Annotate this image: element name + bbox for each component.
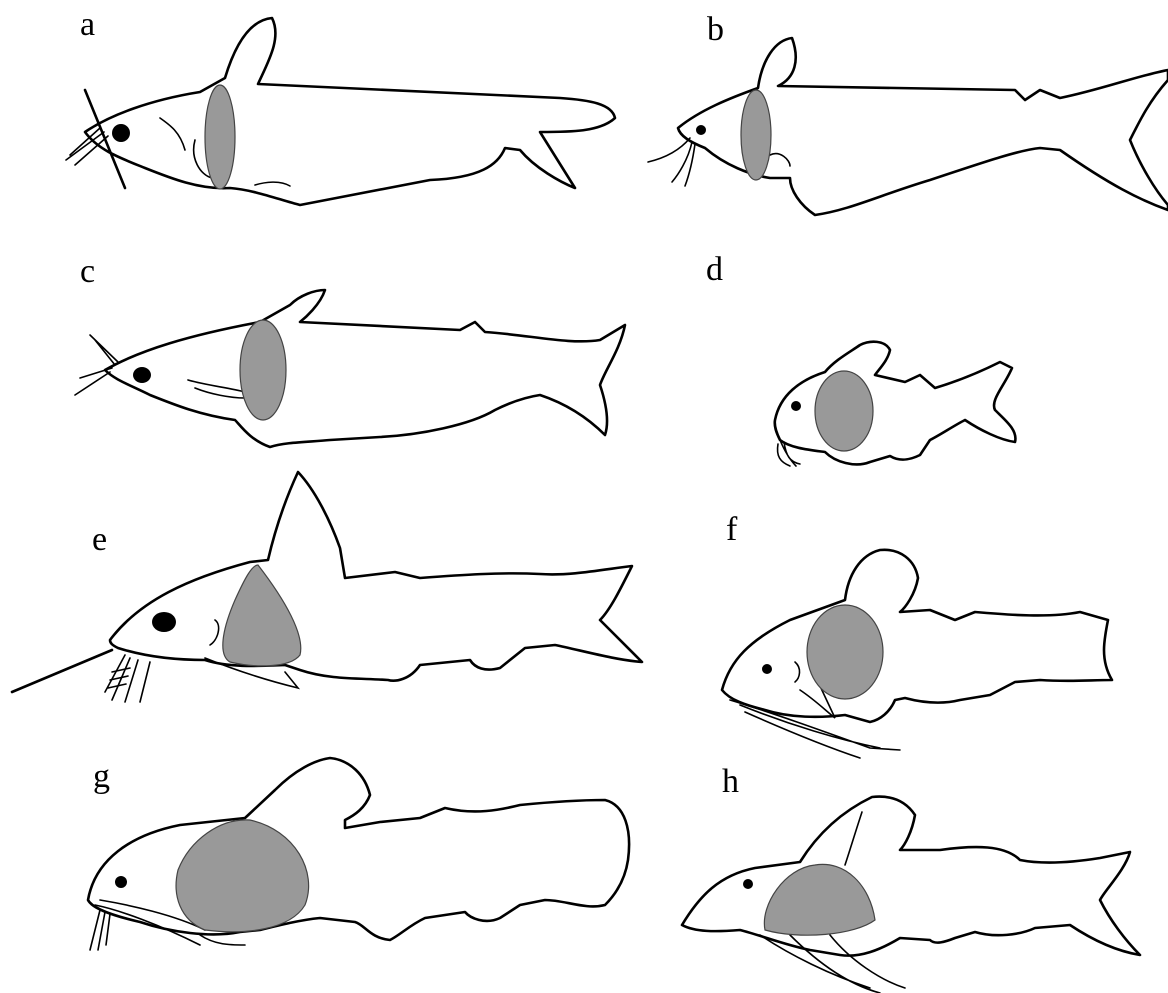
panel-label-g: g	[93, 758, 110, 795]
panel-label-e: e	[92, 521, 107, 558]
highlight-region-c	[240, 320, 286, 420]
fish-outline-f	[722, 550, 1112, 758]
panel-a: a	[66, 6, 615, 205]
panel-label-f: f	[726, 511, 738, 548]
panel-h: h	[682, 763, 1140, 993]
highlight-region-b	[741, 90, 771, 180]
eye-e	[152, 612, 176, 632]
eye-g	[115, 876, 127, 888]
highlight-region-f	[807, 605, 883, 699]
panel-d: d	[706, 251, 1015, 466]
fish-outline-g	[88, 758, 629, 950]
highlight-region-e	[223, 565, 301, 666]
fish-outline-e	[12, 472, 642, 702]
highlight-region-a	[205, 85, 235, 189]
highlight-region-d	[815, 371, 873, 451]
fish-outline-h	[682, 797, 1140, 993]
panel-label-d: d	[706, 251, 723, 288]
highlight-region-g	[176, 820, 309, 932]
panel-b: b	[648, 11, 1168, 215]
fish-outline-c	[75, 290, 625, 447]
eye-h	[743, 879, 753, 889]
eye-c	[133, 367, 151, 383]
eye-f	[762, 664, 772, 674]
panel-g: g	[88, 758, 629, 950]
fish-outline-b	[648, 38, 1168, 215]
panel-label-a: a	[80, 6, 95, 43]
panel-label-c: c	[80, 253, 95, 290]
eye-a	[112, 124, 130, 142]
panel-f: f	[722, 511, 1112, 758]
panel-label-h: h	[722, 763, 739, 800]
panel-e: e	[12, 472, 642, 702]
highlight-region-h	[764, 864, 875, 935]
panel-c: c	[75, 253, 625, 447]
eye-d	[791, 401, 801, 411]
panel-label-b: b	[707, 11, 724, 48]
eye-b	[696, 125, 706, 135]
fish-outline-d	[775, 342, 1016, 466]
fish-outline-a	[66, 18, 615, 205]
